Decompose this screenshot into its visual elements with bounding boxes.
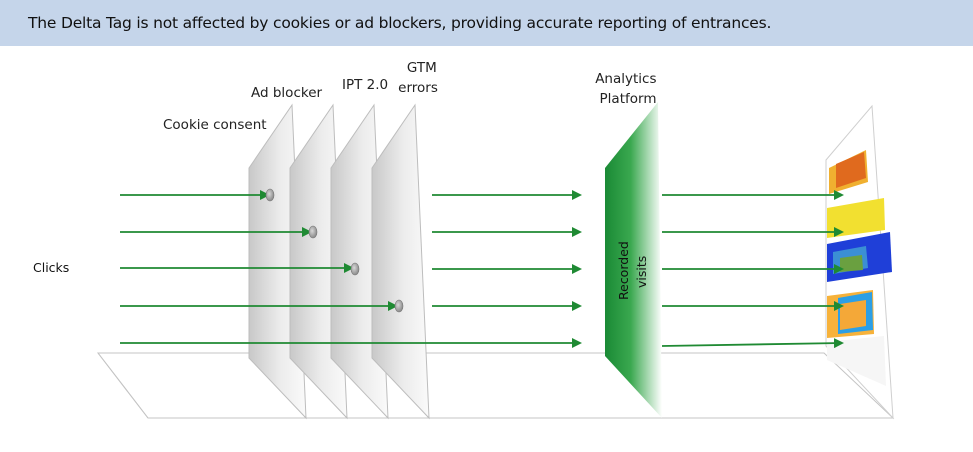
analytics-platform-plane [605, 102, 662, 418]
platform-label: Analytics Platform [595, 71, 661, 107]
layer-label-ipt: IPT 2.0 [342, 77, 388, 93]
floor-back-edge [97, 352, 149, 419]
out-arrow-5 [661, 338, 844, 349]
banner-text: The Delta Tag is not affected by cookies… [28, 14, 772, 32]
layer-label-ad-blocker: Ad blocker [251, 85, 323, 101]
clicks-label: Clicks [33, 260, 69, 275]
blocker-dot-4 [394, 299, 404, 313]
layer-label-cookie-consent: Cookie consent [163, 117, 267, 133]
website-preview [825, 104, 894, 420]
header-banner: The Delta Tag is not affected by cookies… [0, 0, 973, 46]
blocker-dot-3 [350, 262, 360, 276]
platform-inner-label: Recorded visits [616, 237, 649, 300]
blocker-dot-1 [265, 188, 275, 202]
blocker-dot-2 [308, 225, 318, 239]
layer-plane-gtm [371, 103, 430, 420]
floor-plane [96, 352, 895, 419]
layer-label-gtm: GTM errors [398, 60, 441, 96]
